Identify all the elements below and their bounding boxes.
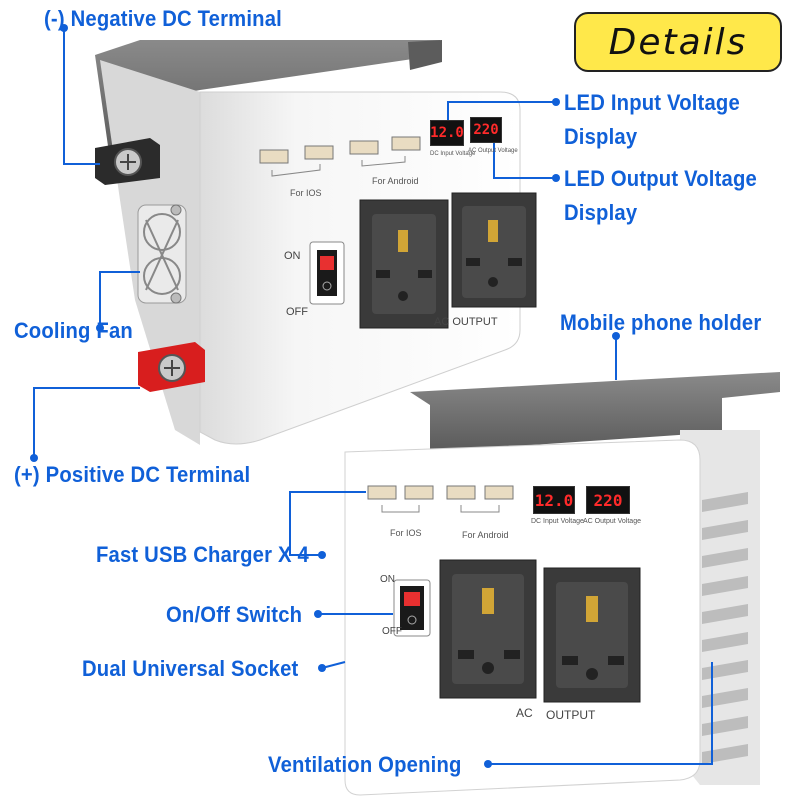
top-led-input-label: DC Input Voltage: [430, 151, 476, 157]
callout-dots: [30, 24, 620, 768]
callout-fast-usb-charger: Fast USB Charger X 4: [96, 542, 309, 567]
bottom-ac-label: AC: [516, 706, 533, 720]
callout-mobile-phone-holder: Mobile phone holder: [560, 310, 762, 335]
bottom-ventilation-slots: [702, 492, 748, 764]
bottom-usb-ports: [367, 485, 514, 513]
bottom-switch-off-label: OFF: [382, 626, 402, 637]
details-title: Details: [608, 21, 748, 63]
bottom-output-label: OUTPUT: [546, 708, 596, 722]
bottom-led-output-display: 220: [586, 486, 630, 514]
bottom-led-input-label: DC Input Voltage: [531, 518, 584, 525]
callout-led-output-voltage: LED Output Voltage: [564, 166, 757, 191]
callout-negative-dc-terminal: (-) Negative DC Terminal: [44, 6, 282, 31]
bottom-led-output-label: AC Output Voltage: [583, 518, 641, 525]
top-negative-terminal: [95, 138, 160, 185]
top-phone-holder: [95, 40, 440, 160]
top-usb-ports: [259, 136, 421, 177]
callout-cooling-fan: Cooling Fan: [14, 318, 133, 343]
top-ac-sockets: [359, 192, 537, 329]
top-cooling-fan: [137, 204, 187, 304]
callout-led-input-voltage: LED Input Voltage: [564, 90, 740, 115]
callout-on-off-switch: On/Off Switch: [166, 602, 303, 627]
top-power-switch: [309, 241, 345, 305]
top-switch-off-label: OFF: [286, 306, 308, 318]
callout-lines: [33, 28, 713, 765]
top-positive-terminal: [138, 342, 205, 392]
top-inverter: [95, 40, 537, 445]
bottom-inverter: [344, 372, 780, 796]
top-for-ios-label: For IOS: [290, 188, 322, 198]
top-switch-on-label: ON: [284, 250, 301, 262]
callout-led-input-display: Display: [564, 124, 638, 149]
bottom-for-android-label: For Android: [462, 530, 509, 540]
callout-dual-universal-socket: Dual Universal Socket: [82, 656, 299, 681]
top-ac-output-label: AC OUTPUT: [434, 316, 498, 328]
top-for-android-label: For Android: [372, 176, 419, 186]
details-badge: Details: [574, 12, 782, 72]
callout-ventilation-opening: Ventilation Opening: [268, 752, 462, 777]
bottom-ac-sockets: [439, 559, 641, 703]
bottom-led-input-display: 12.0: [533, 486, 575, 514]
top-led-input-display: 12.0: [430, 120, 464, 146]
callout-led-output-display: Display: [564, 200, 638, 225]
bottom-switch-on-label: ON: [380, 574, 395, 585]
bottom-for-ios-label: For IOS: [390, 528, 422, 538]
bottom-power-switch: [393, 579, 431, 637]
callout-positive-dc-terminal: (+) Positive DC Terminal: [14, 462, 251, 487]
top-led-output-display: 220: [470, 117, 502, 143]
top-led-output-label: AC Output Voltage: [468, 148, 518, 154]
